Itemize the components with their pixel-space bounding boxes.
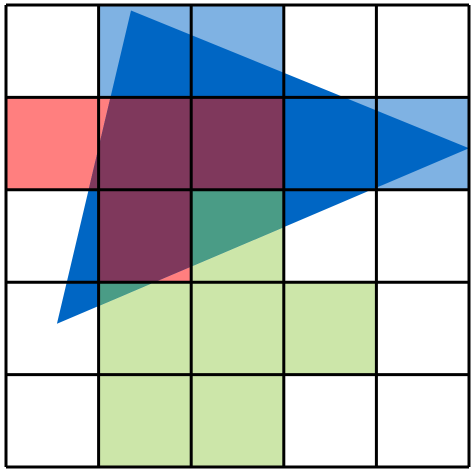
green-region-cell-4-1 (98, 374, 192, 467)
green-region-cell-4-2 (191, 374, 284, 467)
red-region-overlap-1-2 (191, 97, 284, 190)
green-region-cell-3-2 (191, 282, 284, 375)
green-region-cell-3-3 (283, 282, 377, 375)
grid-lines (4, 3, 471, 469)
red-region-cell-1-0 (6, 97, 99, 190)
red-region-overlap-1-1 (98, 97, 192, 190)
red-region-overlap-2-1 (98, 189, 192, 283)
